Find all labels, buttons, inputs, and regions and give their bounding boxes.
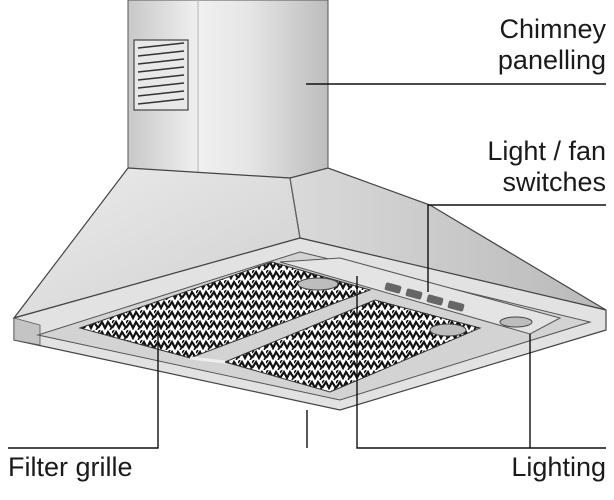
leader-filter-1 [8,322,159,449]
callout-lines [8,83,606,449]
label-chimney-panelling: Chimney panelling [498,14,606,76]
chimney-vent-icon [133,39,189,111]
filter-grille-right [223,299,482,393]
label-light-fan-switches: Light / fan switches [487,136,606,198]
label-chimney-line2: panelling [497,45,606,75]
label-chimney-line1: Chimney [499,14,606,44]
label-filter-grille: Filter grille [8,452,133,482]
light-lamp-right [499,316,533,328]
control-panel [279,257,562,337]
filter-grilles [78,261,482,393]
hood-canopy [12,167,607,411]
light-lamp-middle [429,323,467,337]
label-lighting: Lighting [511,452,606,482]
switch-buttons [384,282,465,312]
chimney [127,0,329,179]
label-switches-line2: switches [502,167,606,197]
leader-switches [427,204,606,292]
label-switches-line1: Light / fan [487,136,606,166]
filter-grille-left [78,261,372,359]
light-lamp-left [297,277,339,291]
leader-lighting-1 [356,276,606,449]
